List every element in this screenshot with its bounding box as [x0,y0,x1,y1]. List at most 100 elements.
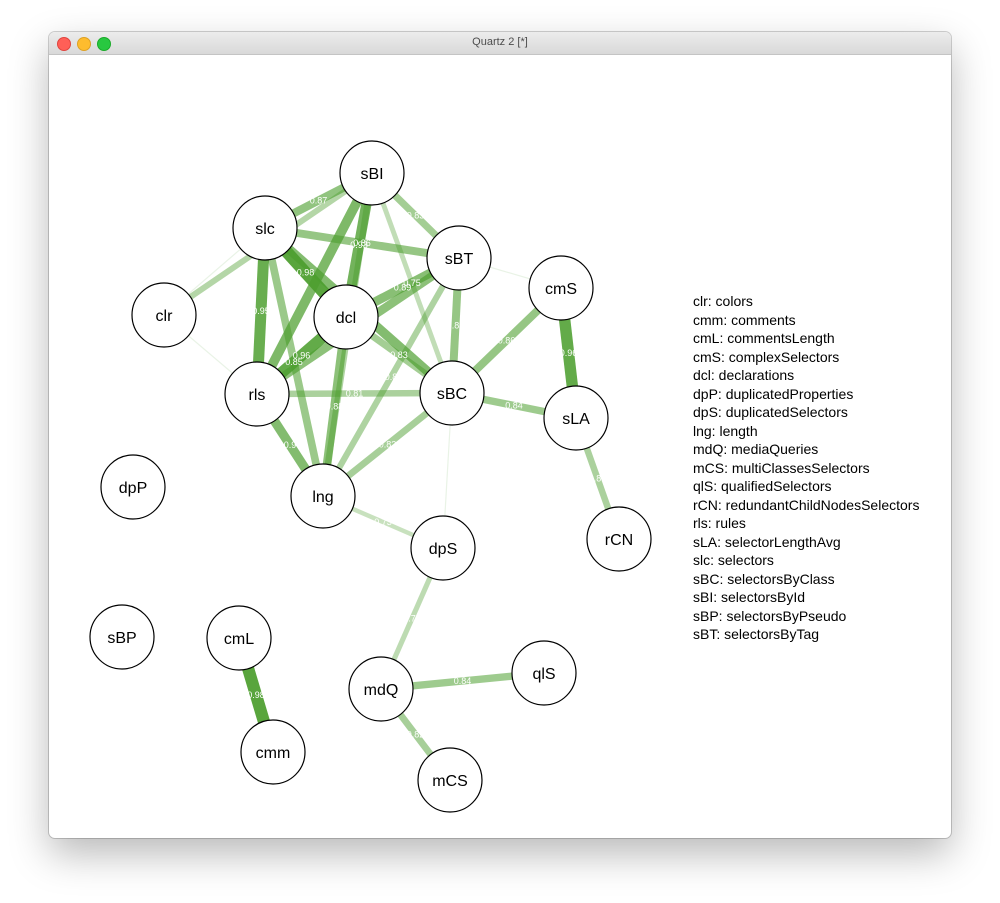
node-circle [313,284,379,350]
correlation-network-plot: 0.730.750.760.790.80.810.810.820.820.830… [89,140,652,813]
node-circle [89,604,155,670]
title-bar[interactable]: Quartz 2 [*] [49,32,951,55]
abbreviation-legend: clr: colors cmm: comments cmL: commentsL… [693,292,919,644]
node-label: cmL [224,631,254,648]
node-circle [410,515,476,581]
node-circle [339,140,405,206]
edge-label: 0.98 [247,690,265,700]
edge-label: 0.86 [498,336,516,346]
edge-label: 0.88 [326,402,344,412]
node-circle [417,747,483,813]
node-mCS: mCS [417,747,483,813]
close-button[interactable] [57,37,71,51]
legend-item: lng: length [693,422,758,439]
node-circle [543,385,609,451]
legend-item: dpS: duplicatedSelectors [693,404,848,420]
node-circle [240,719,306,785]
node-circle [528,255,594,321]
node-clr: clr [131,282,197,348]
legend-item: dpP: duplicatedProperties [693,385,854,402]
edge-label: 0.96 [560,348,578,358]
legend-item: sLA: selectorLengthAvg [693,533,841,550]
node-label: clr [156,308,174,325]
node-cmm: cmm [240,719,306,785]
legend-item: rls: rules [693,515,746,531]
edge-label: 0.93 [350,240,368,250]
node-label: mdQ [364,682,399,699]
node-label: dcl [336,310,356,327]
edge-label: 0.82 [407,730,425,740]
edge-label: 0.81 [346,389,364,399]
node-circle [426,225,492,291]
node-label: dpP [119,480,147,497]
legend-item: cmL: commentsLength [693,330,835,346]
node-sBT: sBT [426,225,492,291]
node-dpS: dpS [410,515,476,581]
node-rls: rls [224,361,290,427]
node-sBI: sBI [339,140,405,206]
edge-label: 0.9 [284,440,297,450]
window-title: Quartz 2 [*] [472,36,528,48]
node-sBC: sBC [419,360,485,426]
node-label: cmS [545,281,577,298]
legend-item: slc: selectors [693,552,774,568]
edge-label: 0.85 [285,357,303,367]
node-cmL: cmL [206,605,272,671]
node-rCN: rCN [586,506,652,572]
node-qlS: qlS [511,640,577,706]
edge-sBT-lng [320,256,462,498]
node-layer: sBI slc sBT cmS clr dcl rls sBC sLA dpP lng dpS rCN s… [89,140,652,813]
edge-label: 0.98 [297,268,315,278]
edge-label: 0.76 [403,614,421,624]
node-label: dpS [429,541,457,558]
plot-canvas: 0.730.750.760.790.80.810.810.820.820.830… [49,55,951,838]
node-label: sLA [562,411,590,428]
legend-item: clr: colors [693,293,753,309]
node-label: sBP [107,630,136,647]
node-circle [100,454,166,520]
node-circle [348,656,414,722]
edge-label: 0.84 [505,401,523,411]
legend-item: sBI: selectorsById [693,589,806,605]
edge-label: 0.89 [394,283,412,293]
node-circle [290,463,356,529]
legend-item: cmS: complexSelectors [693,348,840,365]
edge-label: 0.75 [403,278,421,288]
edge-label: 0.86 [447,321,465,331]
edge-label: 0.8 [385,372,398,382]
quartz-window: Quartz 2 [*] 0.730.750.760.790.80.810.81… [49,32,951,838]
node-label: lng [312,489,333,506]
node-sBP: sBP [89,604,155,670]
minimize-button[interactable] [77,37,91,51]
node-slc: slc [232,195,298,261]
edge-label: 0.82 [379,440,397,450]
node-dcl: dcl [313,284,379,350]
node-label: sBI [360,166,383,183]
node-cmS: cmS [528,255,594,321]
node-label: slc [255,221,275,238]
node-sLA: sLA [543,385,609,451]
legend-item: qlS: qualifiedSelectors [693,478,832,494]
legend-item: cmm: comments [693,311,796,328]
legend-item: mdQ: mediaQueries [693,441,819,457]
edge-label: 0.95 [252,306,270,316]
legend-item: sBC: selectorsByClass [693,570,835,587]
node-label: mCS [432,773,468,790]
zoom-button[interactable] [97,37,111,51]
node-circle [206,605,272,671]
edge-label: 0.84 [454,676,472,686]
edge-label: 0.81 [589,474,607,484]
node-circle [586,506,652,572]
edge-label: 0.87 [310,196,328,206]
node-mdQ: mdQ [348,656,414,722]
node-label: sBC [437,386,467,403]
legend-item: sBP: selectorsByPseudo [693,607,847,624]
edge-label: 0.96 [293,351,311,361]
node-label: cmm [256,745,291,762]
edge-label: 0.86 [353,238,371,248]
node-dpP: dpP [100,454,166,520]
node-label: qlS [532,666,555,683]
edge-label: 0.83 [390,350,408,360]
legend-item: sBT: selectorsByTag [693,626,820,642]
node-lng: lng [290,463,356,529]
